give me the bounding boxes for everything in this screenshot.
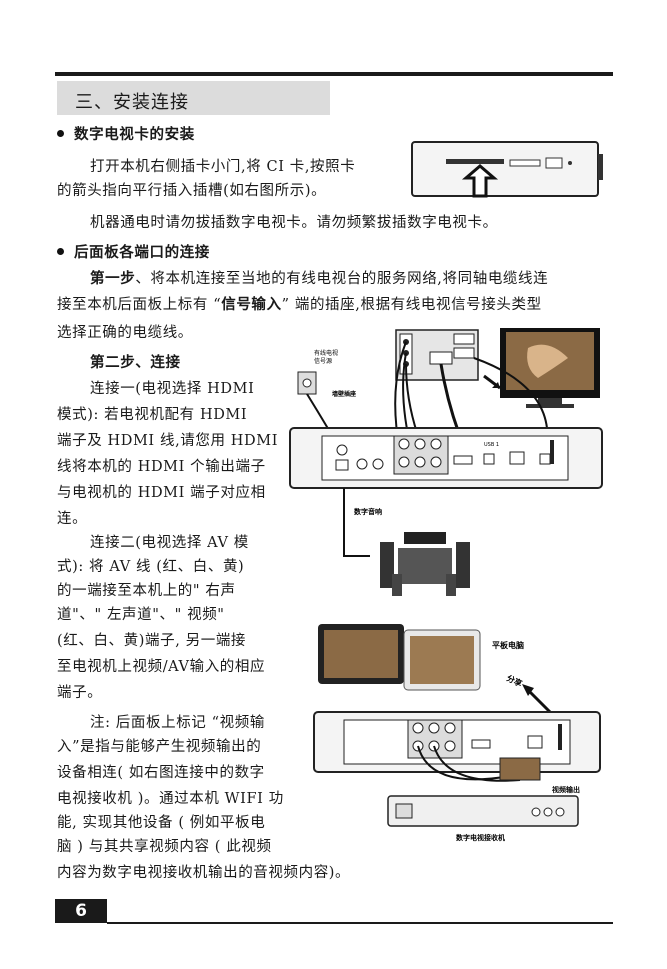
conn2-line-3: 的一端接至本机上的" 右声 <box>57 583 236 599</box>
conn1-line-4: 线将本机的 HDMI 个输出端子 <box>57 459 266 475</box>
conn2-line-7: 端子。 <box>57 685 103 701</box>
ci-warning: 机器通电时请勿拔插数字电视卡。请勿频繁拔插数字电视卡。 <box>90 215 498 231</box>
conn2-line-6: 至电视机上视频/AV输入的相应 <box>57 659 266 675</box>
ci-heading-row: 数字电视卡的安装 <box>57 124 195 146</box>
conn1-line-3: 端子及 HDMI 线,请您用 HDMI <box>57 433 279 449</box>
ci-line-1: 打开本机右侧插卡小门,将 CI 卡,按照卡 <box>90 159 356 175</box>
ci-card-figure <box>411 141 603 198</box>
step1-line-2: 接至本机后面板上标有 “信号输入” 端的插座,根据有线电视信号接头类型 <box>57 294 542 316</box>
step1-line-1: 第一步、将本机连接至当地的有线电视台的服务网络,将同轴电缆线连 <box>90 268 548 290</box>
conn1-line-5: 与电视机的 HDMI 端子对应相 <box>57 485 266 501</box>
step1-label: 第一步 <box>90 271 136 287</box>
conn2-line-5: (红、白、黄)端子, 另一端接 <box>57 633 247 649</box>
page-number-box: 6 <box>55 899 107 923</box>
section-title: 三、安装连接 <box>75 92 189 113</box>
note-line-2: 入”是指与能够产生视频输出的 <box>57 739 262 755</box>
wall-socket-label: 墙壁插座 <box>332 390 356 398</box>
conn1-line-6: 连。 <box>57 511 88 527</box>
conn1-line-1: 连接一(电视选择 HDMI <box>90 381 255 397</box>
note-line-3: 设备相连( 如右图连接中的数字 <box>57 765 265 781</box>
conn2-line-1: 连接二(电视选择 AV 模 <box>90 535 249 551</box>
video-output-label: 视频输出 <box>552 785 580 794</box>
tablet-label: 平板电脑 <box>492 640 524 650</box>
note-line-1: 注: 后面板上标记 “视频输 <box>90 715 265 731</box>
svg-text:信号源: 信号源 <box>314 357 332 365</box>
step1-text-c: ” 端的插座,根据有线电视信号接头类型 <box>281 297 542 313</box>
conn1-line-2: 模式): 若电视机配有 HDMI <box>57 407 248 423</box>
receiver-label: 数字电视接收机 <box>456 833 505 842</box>
hdmi-av-connection-figure: 有线电视 信号源 墙壁插座 USB 1 数字音响 <box>289 328 603 596</box>
rear-heading: 后面板各端口的连接 <box>74 245 210 261</box>
audio-system-label: 数字音响 <box>354 507 382 516</box>
note-line-4: 电视接收机 )。通过本机 WIFI 功 <box>57 791 284 807</box>
bullet-icon <box>57 129 64 137</box>
share-label: 分享 <box>505 673 524 689</box>
bottom-rule <box>107 922 613 924</box>
bullet-icon <box>57 247 64 255</box>
step2-label: 第二步、连接 <box>90 355 181 371</box>
page-number: 6 <box>75 901 87 921</box>
note-line-6: 脑 ) 与其共享视频内容 ( 此视频 <box>57 839 272 855</box>
section-header-box <box>57 81 330 115</box>
signal-input-label: 信号输入 <box>221 297 282 313</box>
top-rule <box>55 72 613 76</box>
note-line-7: 内容为数字电视接收机输出的音视频内容)。 <box>57 865 351 881</box>
wifi-share-figure: 平板电脑 分享 视频输出 数字电视接收机 <box>313 624 601 842</box>
ci-line-2: 的箭头指向平行插入插槽(如右图所示)。 <box>57 183 327 199</box>
step1-line-3: 选择正确的电缆线。 <box>57 325 193 341</box>
step1-text-a: 接至本机后面板上标有 “ <box>57 297 222 313</box>
conn2-line-2: 式): 将 AV 线 (红、白、黄) <box>57 559 245 575</box>
ci-heading: 数字电视卡的安装 <box>74 127 195 143</box>
cable-source-label: 有线电视 <box>314 349 338 357</box>
step1-text: 、将本机连接至当地的有线电视台的服务网络,将同轴电缆线连 <box>135 271 549 287</box>
usb-port-label: USB 1 <box>484 442 499 448</box>
rear-heading-row: 后面板各端口的连接 <box>57 242 210 264</box>
note-line-5: 能, 实现其他设备 ( 例如平板电 <box>57 815 266 831</box>
conn2-line-4: 道"、" 左声道"、" 视频" <box>57 607 225 623</box>
